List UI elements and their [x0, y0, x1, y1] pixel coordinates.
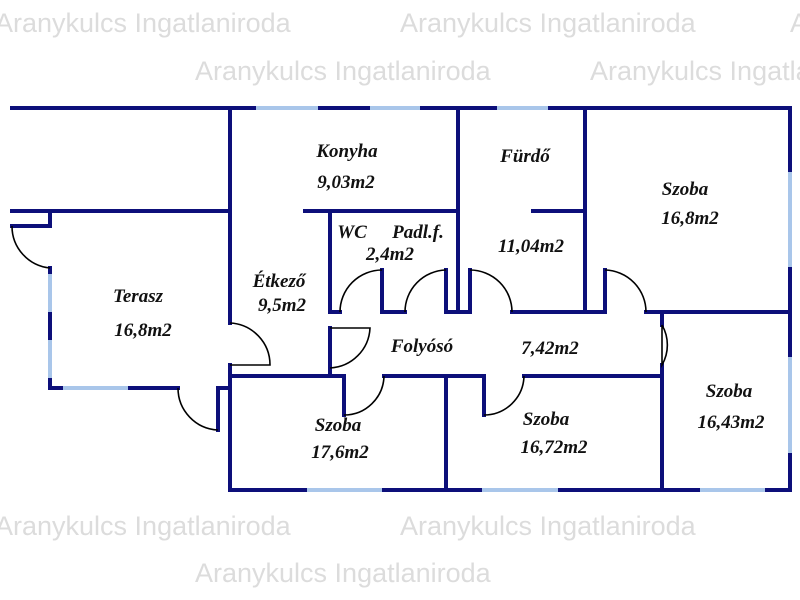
room-area-furdo: 11,04m2: [498, 236, 564, 257]
door-etkezo: [229, 322, 271, 366]
watermark: Aranykulcs Ingatlaniroda: [195, 558, 492, 588]
room-name-szoba-sw: Szoba: [315, 415, 362, 436]
room-area-folyoso: 7,42m2: [521, 338, 579, 359]
door-terasz-bottom: [177, 387, 219, 431]
watermark: Aranykulcs Ingatlaniroda: [400, 511, 697, 541]
door-szoba-e: [661, 324, 669, 368]
watermark: Aranykulcs Ingatlaniroda: [0, 8, 292, 38]
room-name-wc: WC: [337, 222, 367, 243]
room-name-szoba-e: Szoba: [706, 381, 753, 402]
watermark: Aranykulcs Ingatlaniroda: [790, 8, 800, 38]
watermark: Aranykulcs Ingatlaniroda: [400, 8, 697, 38]
watermark: Aranykulcs Ingatlaniroda: [0, 511, 292, 541]
watermark: Aranykulcs Ingatlaniroda: [590, 56, 800, 86]
room-area-szoba-sw: 17,6m2: [311, 442, 369, 463]
door-terasz-outer: [11, 225, 51, 269]
watermarks: Aranykulcs Ingatlaniroda Aranykulcs Inga…: [0, 8, 800, 588]
room-area-terasz: 16,8m2: [114, 320, 172, 341]
walls: [10, 106, 792, 492]
room-name-folyoso: Folyósó: [390, 336, 453, 357]
door-padlf: [404, 269, 447, 313]
room-name-terasz: Terasz: [113, 286, 164, 307]
door-furdo: [469, 269, 513, 313]
room-area-konyha: 9,03m2: [317, 172, 375, 193]
room-area-szoba-s: 16,72m2: [520, 437, 588, 458]
door-wc: [339, 269, 383, 313]
door-corridor-wc: [329, 327, 371, 369]
room-name-szoba-ne: Szoba: [662, 179, 709, 200]
room-name-szoba-s: Szoba: [523, 409, 570, 430]
room-labels: Konyha 9,03m2 Fürdő 11,04m2 Szoba 16,8m2…: [113, 141, 765, 463]
room-area-etkezo: 9,5m2: [258, 295, 307, 316]
room-name-padlf: Padl.f.: [391, 222, 444, 243]
door-szoba-sw: [343, 375, 385, 416]
doors: [11, 225, 669, 431]
room-name-etkezo: Étkező: [252, 270, 307, 292]
room-area-padlf: 2,4m2: [365, 244, 415, 265]
room-name-konyha: Konyha: [315, 141, 378, 162]
room-area-szoba-ne: 16,8m2: [661, 208, 719, 229]
watermark: Aranykulcs Ingatlaniroda: [195, 56, 492, 86]
door-szoba-s: [483, 375, 525, 416]
room-area-szoba-e: 16,43m2: [697, 412, 765, 433]
room-name-furdo: Fürdő: [499, 146, 551, 167]
door-szoba-ne: [604, 269, 647, 313]
